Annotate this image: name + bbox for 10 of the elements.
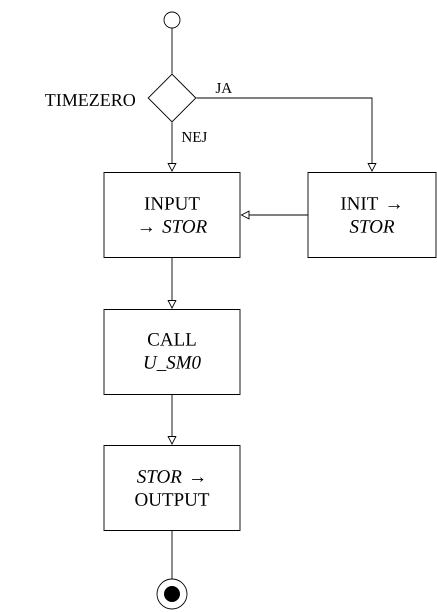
node-label: TIMEZERO	[45, 94, 136, 106]
edge-label: JA	[214, 82, 234, 94]
process-box: INIT → STOR	[308, 172, 436, 258]
decision-diamond	[148, 74, 196, 122]
end-circle	[156, 578, 188, 610]
process-box: STOR → OUTPUT	[104, 445, 240, 531]
process-box: CALL U_SM0	[104, 309, 240, 395]
process-box: INPUT → STOR	[104, 172, 240, 258]
start-circle	[164, 12, 180, 28]
edge-label: NEJ	[180, 131, 208, 143]
